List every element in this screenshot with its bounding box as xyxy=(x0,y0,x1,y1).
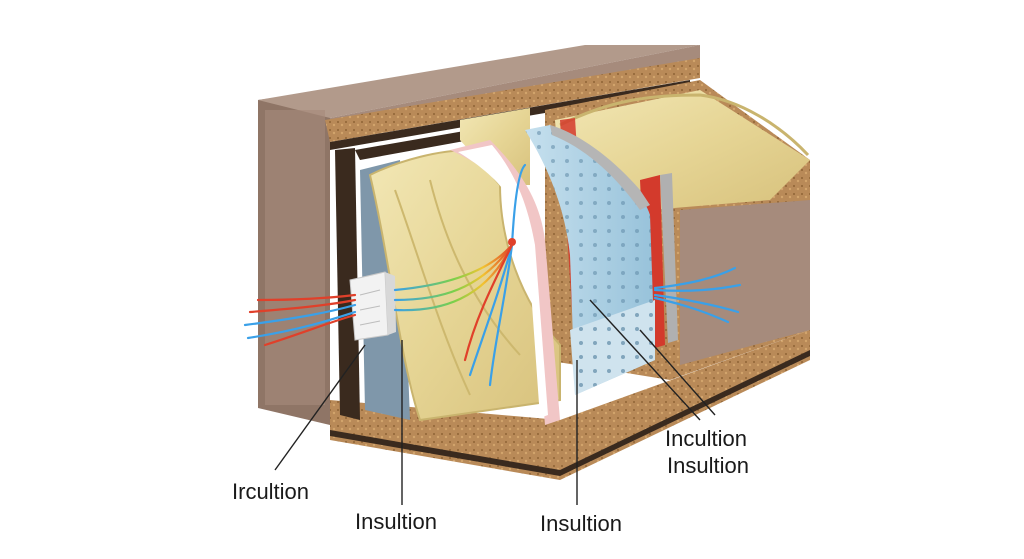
foam-board xyxy=(525,125,655,395)
leader-lines xyxy=(274,299,716,505)
heat-flow-arrows xyxy=(243,163,742,387)
sheet-layers xyxy=(450,140,560,425)
cork-layer-bottom xyxy=(330,330,810,480)
label-right-top: Incultion xyxy=(665,426,747,451)
label-right-bottom: Insultion xyxy=(667,453,749,478)
junction-box-icon xyxy=(349,271,396,341)
label-center: Insultion xyxy=(540,511,622,536)
label-center-left: Insultion xyxy=(355,509,437,534)
label-left: Ircultion xyxy=(232,479,310,504)
cavity-frame xyxy=(335,130,470,420)
